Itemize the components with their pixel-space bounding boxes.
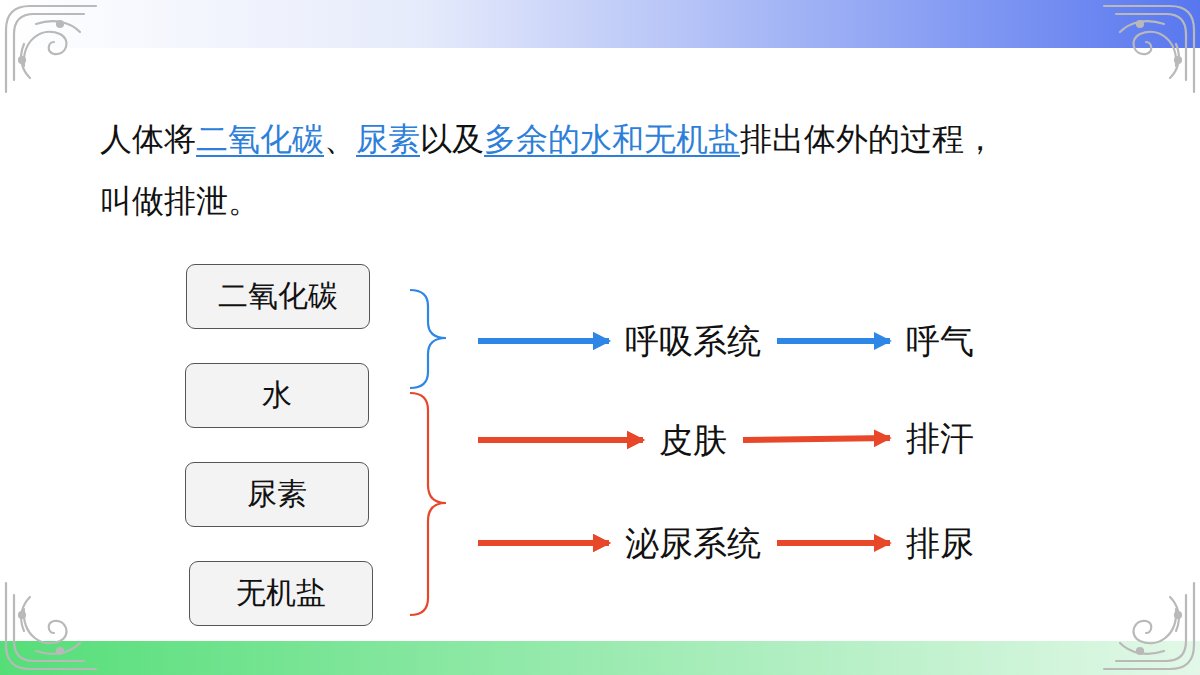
node-text: 水: [262, 377, 292, 413]
node-text: 泌尿系统: [625, 523, 761, 564]
node-text: 排汗: [906, 418, 974, 459]
definition-paragraph: 人体将二氧化碳、尿素以及多余的水和无机盐排出体外的过程， 叫做排泄。: [100, 108, 996, 232]
flow-arrow: [369, 395, 609, 543]
key-term: 二氧化碳: [196, 120, 324, 158]
paragraph-text: 以及: [420, 120, 484, 158]
flow-arrow: [373, 543, 609, 593]
flow-arrow: [370, 296, 609, 341]
node-text: 二氧化碳: [218, 278, 338, 314]
process-label: 皮肤: [643, 414, 743, 467]
substance-box: 尿素: [185, 462, 369, 527]
paragraph-text: 叫做排泄。: [100, 182, 260, 220]
flow-arrow: [369, 440, 643, 494]
node-text: 呼气: [906, 321, 974, 362]
process-label: 泌尿系统: [609, 517, 777, 570]
corner-ornament: [1104, 6, 1194, 92]
corner-ornament: [1104, 583, 1194, 669]
node-text: 尿素: [247, 476, 307, 512]
curly-brace: [410, 393, 446, 615]
flow-arrow: [743, 438, 890, 440]
key-term: 尿素: [356, 120, 420, 158]
paragraph-text: 、: [324, 120, 356, 158]
flow-arrow: [777, 338, 890, 344]
flow-arrow: [369, 395, 643, 440]
top-bar: [0, 0, 1200, 48]
flow-arrow: [369, 494, 609, 543]
text-line: 人体将二氧化碳、尿素以及多余的水和无机盐排出体外的过程，: [100, 108, 996, 170]
process-label: 排尿: [890, 517, 990, 570]
key-term: 多余的水和无机盐: [484, 120, 740, 158]
curly-brace: [410, 290, 446, 388]
node-text: 呼吸系统: [625, 321, 761, 362]
flow-arrow: [777, 540, 890, 546]
corner-ornament: [6, 583, 96, 669]
node-text: 皮肤: [659, 420, 727, 461]
process-label: 排汗: [890, 412, 990, 465]
node-text: 无机盐: [236, 575, 326, 611]
substance-box: 二氧化碳: [186, 264, 370, 329]
flow-arrow: [369, 341, 609, 395]
node-text: 排尿: [906, 523, 974, 564]
text-line: 叫做排泄。: [100, 170, 996, 232]
corner-ornament: [6, 6, 96, 92]
substance-box: 无机盐: [189, 561, 373, 626]
flow-arrow: [373, 440, 643, 593]
process-label: 呼气: [890, 315, 990, 368]
bottom-bar: [0, 641, 1200, 675]
substance-box: 水: [185, 363, 369, 428]
paragraph-text: 排出体外的过程，: [740, 120, 996, 158]
process-label: 呼吸系统: [609, 315, 777, 368]
paragraph-text: 人体将: [100, 120, 196, 158]
